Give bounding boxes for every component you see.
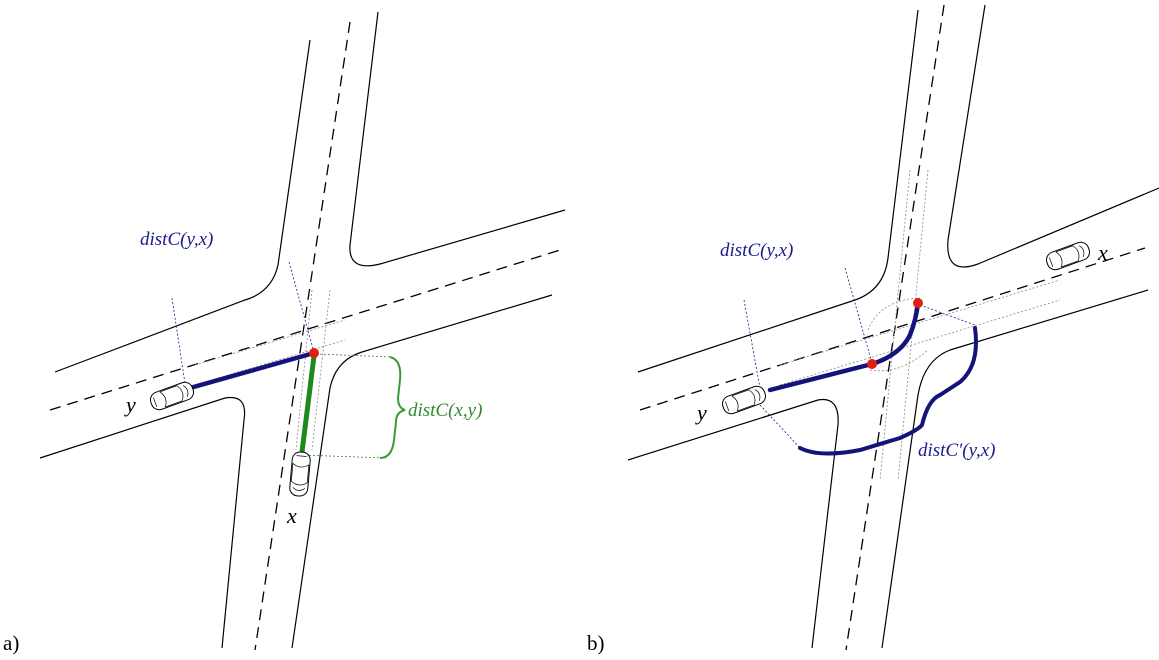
panel-b-label-car-y: y — [695, 400, 707, 425]
panel-a-road-edge-vertical-left-bottom — [39, 396, 246, 649]
panel-b-label-dist-prime-y-x: distC′(y,x) — [918, 440, 996, 461]
panel-b-brace-blue — [798, 326, 978, 456]
panel-a-label-dist-x-y: distC(x,y) — [408, 400, 482, 421]
panel-b-car-x-icon — [1043, 239, 1093, 273]
panel-b-point-lane-change — [867, 359, 877, 369]
panel-a-path-y-to-x — [187, 350, 317, 391]
panel-b-dim-leader-x — [844, 267, 976, 364]
panel-b-centerline-horizontal — [639, 247, 1146, 411]
panel-b-road-edge-vertical-right-bottom — [881, 289, 1149, 649]
panel-b-lane-guide — [779, 169, 1061, 481]
panel-a-car-y-icon — [147, 379, 197, 413]
panel-b-point-turn-end — [913, 298, 923, 308]
panel-b-road-edge-vertical-right-top — [947, 4, 1159, 268]
panel-b-car-y-icon — [719, 383, 769, 417]
panel-a-dim-leader-y — [171, 297, 187, 391]
panel-a-label-dist-y-x: distC(y,x) — [140, 229, 213, 250]
panel-b-road-edge-vertical-left-bottom — [627, 398, 839, 649]
panel-b: distC(y,x) distC′(y,x) y x b) — [587, 4, 1159, 655]
panel-a-lane-guide — [194, 289, 346, 451]
panel-a-path-x-to-y — [299, 353, 317, 455]
panel-a-dim-leader-green — [300, 353, 393, 459]
panel-b-path-y-to-x — [767, 300, 921, 393]
panel-a-label: a) — [3, 631, 19, 655]
panel-b-label-car-x: x — [1097, 240, 1108, 265]
panel-a-road-edge-vertical-left-top — [54, 39, 311, 373]
panel-a-dim-leader-x — [288, 261, 315, 353]
panel-a-centerline-vertical — [254, 21, 351, 651]
panel-b-road-edge-vertical-left-top — [637, 9, 919, 373]
panel-a-label-car-y: y — [124, 392, 136, 417]
panel-b-dim-leader-y — [743, 299, 801, 449]
panel-b-centerline-vertical — [845, 4, 945, 651]
panel-a-car-x-icon — [288, 450, 312, 498]
panel-a-meeting-point — [309, 348, 319, 358]
panel-a-centerline-horizontal — [49, 249, 561, 411]
panel-a: distC(y,x) distC(x,y) y x a) — [3, 11, 566, 655]
panel-a-road-edge-vertical-right-top — [349, 11, 566, 267]
panel-b-label-dist-y-x: distC(y,x) — [720, 240, 793, 261]
panel-a-road-edge-vertical-right-bottom — [291, 294, 553, 649]
panel-a-brace-green — [379, 356, 406, 459]
panel-a-label-car-x: x — [286, 503, 297, 528]
panel-b-label: b) — [587, 631, 605, 655]
